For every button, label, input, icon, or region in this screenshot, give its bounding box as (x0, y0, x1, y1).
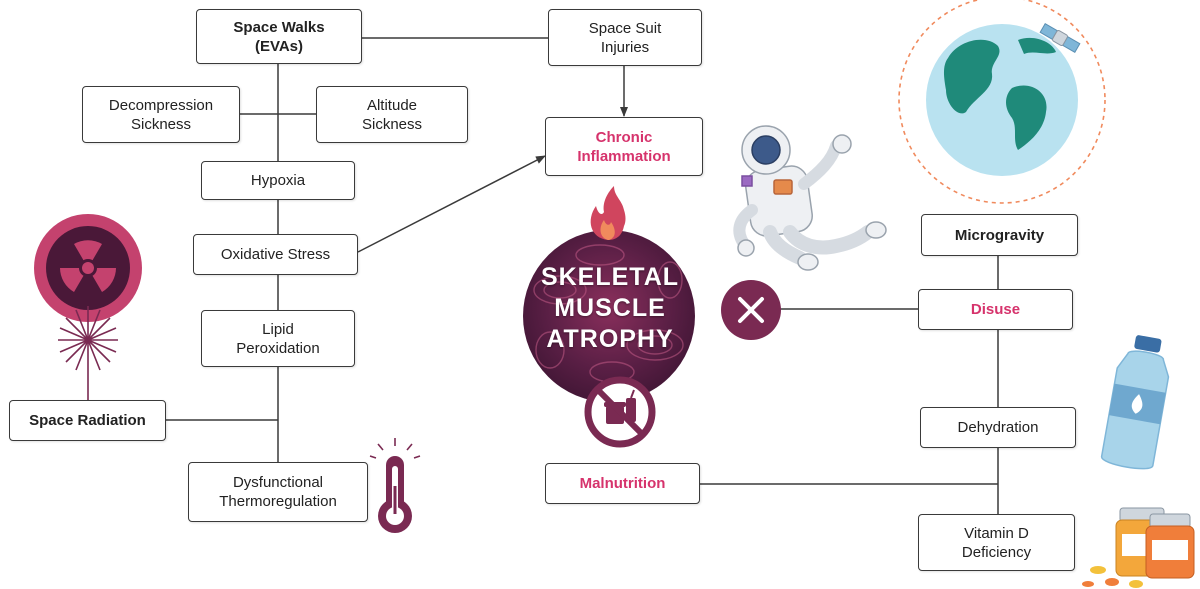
node-dysfunctional-thermoregulation: Dysfunctional Thermoregulation (188, 462, 368, 522)
no-food-icon (584, 376, 656, 448)
astronaut-icon (733, 125, 887, 271)
water-bottle-icon (1100, 335, 1170, 470)
node-space-suit-injuries: Space Suit Injuries (548, 9, 702, 66)
node-chronic-inflammation: Chronic Inflammation (545, 117, 703, 176)
thermometer-icon (369, 438, 421, 533)
node-altitude-sickness: Altitude Sickness (316, 86, 468, 143)
node-oxidative-stress: Oxidative Stress (193, 234, 358, 275)
node-lipid-peroxidation: Lipid Peroxidation (201, 310, 355, 367)
pill-bottles-icon (1082, 507, 1195, 588)
node-decompression-sickness: Decompression Sickness (82, 86, 240, 143)
node-space-radiation: Space Radiation (9, 400, 166, 441)
node-disuse: Disuse (918, 289, 1073, 330)
node-microgravity: Microgravity (921, 214, 1078, 256)
flame-icon (590, 186, 626, 240)
node-space-walks: Space Walks (EVAs) (196, 9, 362, 64)
node-hypoxia: Hypoxia (201, 161, 355, 200)
node-vitamin-d-deficiency: Vitamin D Deficiency (918, 514, 1075, 571)
laser-burst-icon (58, 306, 118, 402)
center-label: SKELETAL MUSCLE ATROPHY (540, 263, 680, 353)
satellite-icon (1039, 22, 1081, 54)
x-icon (721, 280, 781, 340)
node-malnutrition: Malnutrition (545, 463, 700, 504)
arrow-oxidative-to-inflammation (357, 155, 546, 253)
earth-icon (898, 0, 1106, 204)
node-dehydration: Dehydration (920, 407, 1076, 448)
radiation-icon (34, 214, 142, 322)
muscle-atrophy-circle (523, 230, 695, 402)
